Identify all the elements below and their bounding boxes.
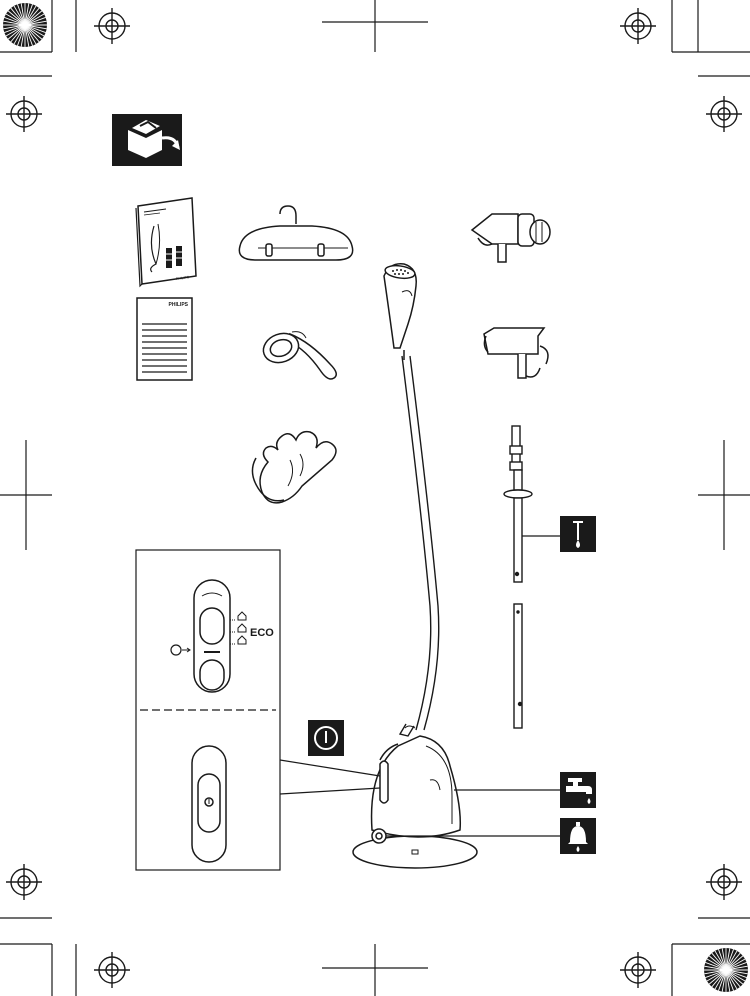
steam-down-button <box>200 660 224 690</box>
garment-hanger <box>239 206 352 260</box>
control-panel-detail: ECO <box>136 550 280 870</box>
registration-mark-icon <box>620 952 656 988</box>
registration-mark-icon <box>706 864 742 900</box>
pole-upper-section <box>504 426 560 582</box>
focus-target-icon <box>3 3 47 47</box>
focus-target-icon <box>704 948 748 992</box>
velcro-strap <box>259 329 336 379</box>
power-icon <box>308 720 344 756</box>
unbox-icon <box>112 114 182 166</box>
warranty-leaflet: PHILIPS <box>137 298 192 380</box>
steamer-base <box>353 726 477 868</box>
manual-brand-label: PHILIPS <box>176 275 191 281</box>
garment-clamp <box>472 214 550 262</box>
water-tap-icon <box>560 772 596 808</box>
power-switch-panel <box>192 746 226 862</box>
steam-hose <box>400 356 439 736</box>
steam-setting-panel <box>194 580 230 692</box>
pole-hook <box>484 328 548 378</box>
steamer-head <box>384 264 416 360</box>
warranty-brand-label: PHILIPS <box>169 302 189 308</box>
eco-mode-label: ECO <box>250 627 274 639</box>
ironing-glove <box>252 432 336 503</box>
pole-lower-section <box>514 604 522 728</box>
user-manual-booklet: PHILIPS <box>136 198 196 286</box>
registration-mark-icon <box>706 96 742 132</box>
pole-drip-icon <box>560 516 596 552</box>
registration-mark-icon <box>94 952 130 988</box>
calc-clean-bell-icon <box>560 818 596 854</box>
registration-mark-icon <box>620 8 656 44</box>
registration-mark-icon <box>94 8 130 44</box>
steam-up-button <box>200 608 224 644</box>
registration-mark-icon <box>6 96 42 132</box>
registration-mark-icon <box>6 864 42 900</box>
